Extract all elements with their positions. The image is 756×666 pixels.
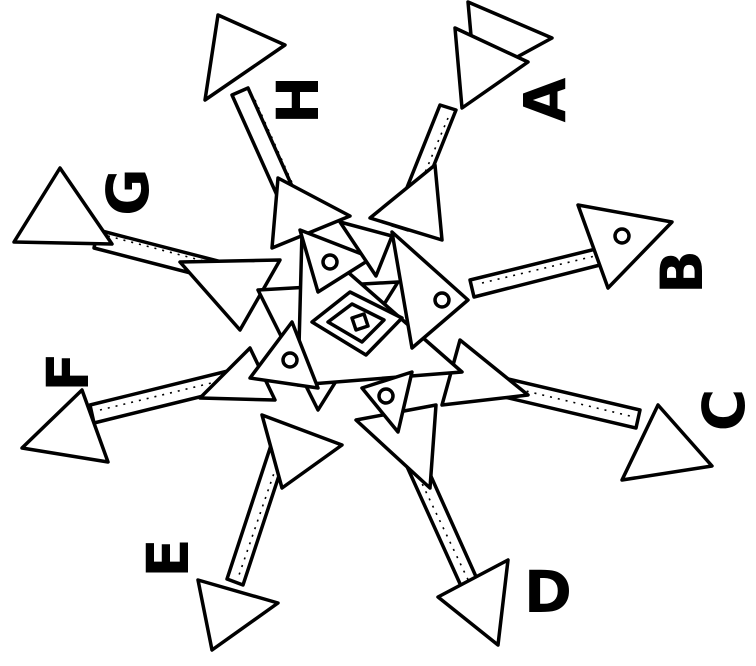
arrow-b-shaft: [470, 248, 604, 297]
arrow-e: [198, 415, 342, 650]
arrow-e-head: [198, 580, 278, 650]
center-inner-square: [352, 314, 368, 330]
arrow-b: [470, 205, 672, 297]
central-star: [250, 222, 468, 432]
label-c: C: [690, 389, 756, 432]
label-h: H: [264, 76, 332, 125]
label-a: A: [511, 77, 579, 122]
star-dot-ne: [435, 293, 449, 307]
star-dot-s: [379, 389, 393, 403]
star-dot-w: [283, 353, 297, 367]
label-b: B: [648, 250, 716, 294]
label-e: E: [134, 538, 202, 578]
arrow-b-dot: [615, 229, 629, 243]
label-d: D: [524, 558, 572, 626]
star-dot-nw: [323, 255, 337, 269]
label-f: F: [34, 352, 102, 392]
inner-triangle-n2: [370, 165, 442, 240]
arrow-f-head: [22, 390, 108, 462]
label-g: G: [94, 168, 162, 216]
